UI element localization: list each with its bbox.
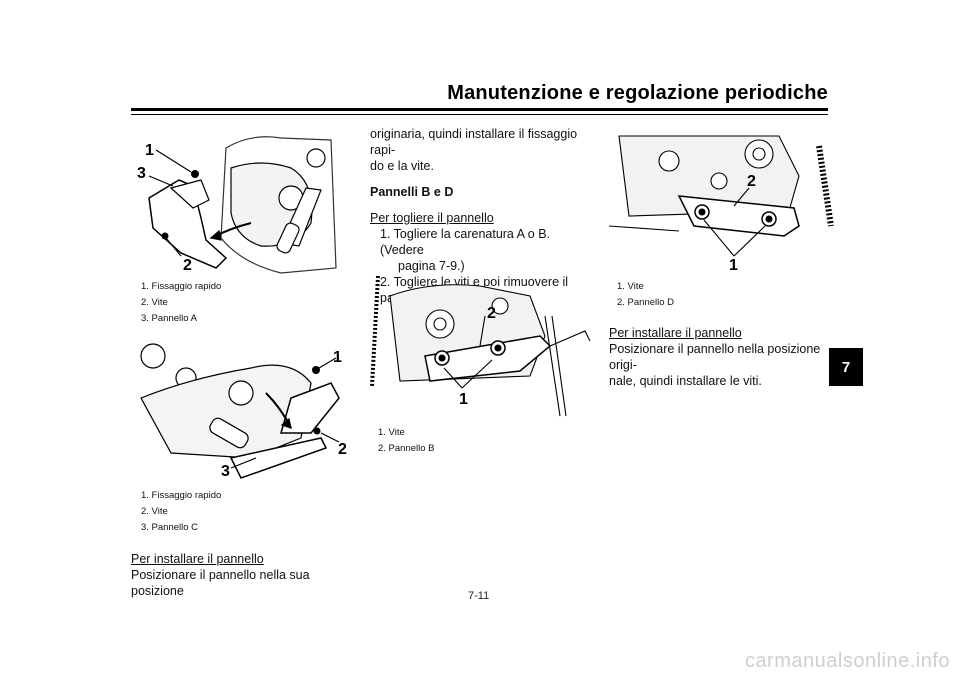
install-instructions-col3: Per installare il pannello Posizionare i… [609,325,834,389]
subheading: Per togliere il pannello [370,211,494,225]
illustration-panel-a: 1 3 2 [137,136,337,274]
caption-item: 1. Vite [617,281,644,292]
callout-2: 2 [183,257,192,274]
caption-item: 3. Pannello A [141,313,197,324]
caption-item: 2. Vite [141,506,168,517]
caption-panel-a: 1. Fissaggio rapido 2. Vite 3. Pannello … [141,279,221,327]
caption-item: 1. Vite [378,427,405,438]
figure-panel-c: 1 2 3 [131,338,351,486]
paragraph-line: originaria, quindi installare il fissagg… [370,127,578,157]
illustration-panel-d: 2 1 [609,135,834,274]
step-1-cont: pagina 7-9.) [398,259,465,273]
paragraph-line: do e la vite. [370,159,434,173]
callout-3: 3 [221,463,230,480]
subheading: Per installare il pannello [131,552,264,566]
callout-1: 1 [459,391,468,408]
page-title: Manutenzione e regolazione periodiche [447,82,828,104]
caption-item: 1. Fissaggio rapido [141,490,222,501]
callout-3: 3 [137,165,146,182]
header-rule-thin [131,114,828,115]
callout-1: 1 [145,142,154,159]
figure-panel-b: 2 1 [370,276,595,418]
caption-item: 2. Vite [141,297,168,308]
subheading: Per installare il pannello [609,326,742,340]
paragraph-line: Posizionare il pannello nella posizione … [609,342,821,372]
caption-panel-b: 1. Vite 2. Pannello B [378,425,435,457]
figure-panel-a: 1 3 2 [131,128,341,276]
caption-item: 1. Fissaggio rapido [141,281,222,292]
paragraph-line: nale, quindi installare le viti. [609,374,762,388]
callout-2: 2 [747,173,756,190]
install-instructions-col1: Per installare il pannello Posizionare i… [131,551,356,599]
page-number: 7-11 [468,590,490,602]
panels-b-d-section: originaria, quindi installare il fissagg… [370,126,595,322]
callout-1: 1 [729,257,738,274]
caption-panel-d: 1. Vite 2. Pannello D [617,279,674,311]
watermark: carmanualsonline.info [744,650,950,672]
illustration-panel-c: 1 2 3 [140,343,347,480]
callout-2: 2 [338,441,347,458]
callout-1: 1 [333,349,342,366]
step-1: 1. Togliere la carenatura A o B. (Vedere [380,227,551,257]
chapter-tab: 7 [829,348,863,386]
header-rule [131,108,828,111]
figure-panel-d: 2 1 [609,126,834,274]
illustration-panel-b: 2 1 [370,276,591,417]
callout-2: 2 [487,305,496,322]
section-heading: Pannelli B e D [370,185,454,199]
caption-item: 2. Pannello B [378,443,435,454]
caption-item: 3. Pannello C [141,522,199,533]
caption-panel-c: 1. Fissaggio rapido 2. Vite 3. Pannello … [141,488,221,536]
paragraph-line: Posizionare il pannello nella sua posizi… [131,568,310,598]
caption-item: 2. Pannello D [617,297,675,308]
